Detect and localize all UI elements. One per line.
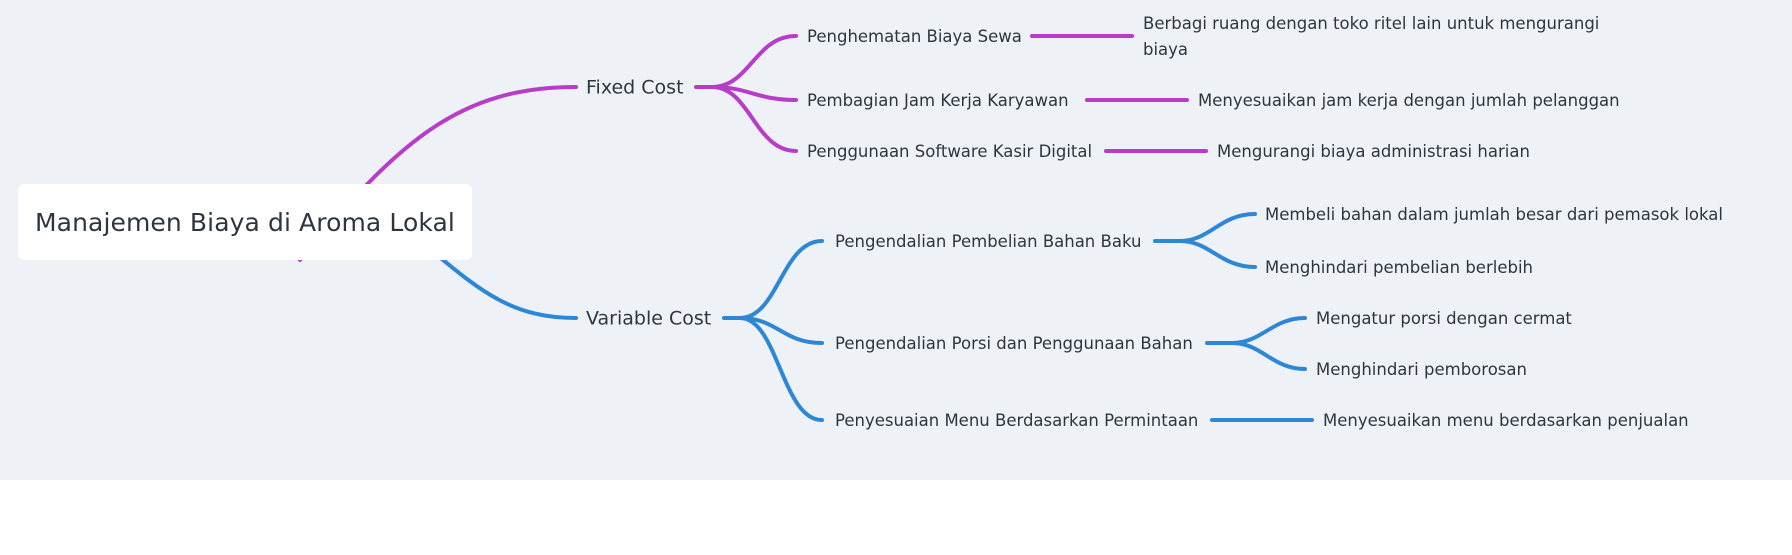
root-node[interactable]: Manajemen Biaya di Aroma Lokal [18,184,472,260]
leaf-node-mengurangi-biaya-administrasi[interactable]: Mengurangi biaya administrasi harian [1217,141,1530,161]
topic-node-penggunaan-software-kasir[interactable]: Penggunaan Software Kasir Digital [807,141,1093,161]
topic-node-penghematan-biaya-sewa[interactable]: Penghematan Biaya Sewa [807,26,1022,46]
leaf-node-menyesuaikan-menu[interactable]: Menyesuaikan menu berdasarkan penjualan [1323,410,1689,430]
topic-node-pengendalian-pembelian[interactable]: Pengendalian Pembelian Bahan Baku [835,231,1142,251]
leaf-node-menyesuaikan-jam-kerja[interactable]: Menyesuaikan jam kerja dengan jumlah pel… [1198,90,1620,110]
topic-node-penyesuaian-menu[interactable]: Penyesuaian Menu Berdasarkan Permintaan [835,410,1199,430]
leaf-node-berbagi-ruang[interactable]: Berbagi ruang dengan toko ritel lain unt… [1143,11,1613,63]
leaf-node-line: biaya [1143,40,1189,59]
leaf-node-mengatur-porsi[interactable]: Mengatur porsi dengan cermat [1316,308,1572,328]
branch-node-variable-cost[interactable]: Variable Cost [586,307,712,330]
topic-node-pengendalian-porsi[interactable]: Pengendalian Porsi dan Penggunaan Bahan [835,333,1193,353]
topic-node-pembagian-jam-kerja[interactable]: Pembagian Jam Kerja Karyawan [807,90,1069,110]
leaf-node-menghindari-pemborosan[interactable]: Menghindari pemborosan [1316,359,1527,379]
branch-node-fixed-cost[interactable]: Fixed Cost [586,76,684,99]
mindmap-canvas[interactable]: Manajemen Biaya di Aroma Lokal Fixed Cos… [0,0,1792,480]
leaf-node-membeli-bahan-besar[interactable]: Membeli bahan dalam jumlah besar dari pe… [1265,204,1723,224]
leaf-node-line: Berbagi ruang dengan toko ritel lain unt… [1143,14,1600,33]
leaf-node-menghindari-pembelian-berlebih[interactable]: Menghindari pembelian berlebih [1265,257,1533,277]
root-node-label: Manajemen Biaya di Aroma Lokal [35,207,455,237]
